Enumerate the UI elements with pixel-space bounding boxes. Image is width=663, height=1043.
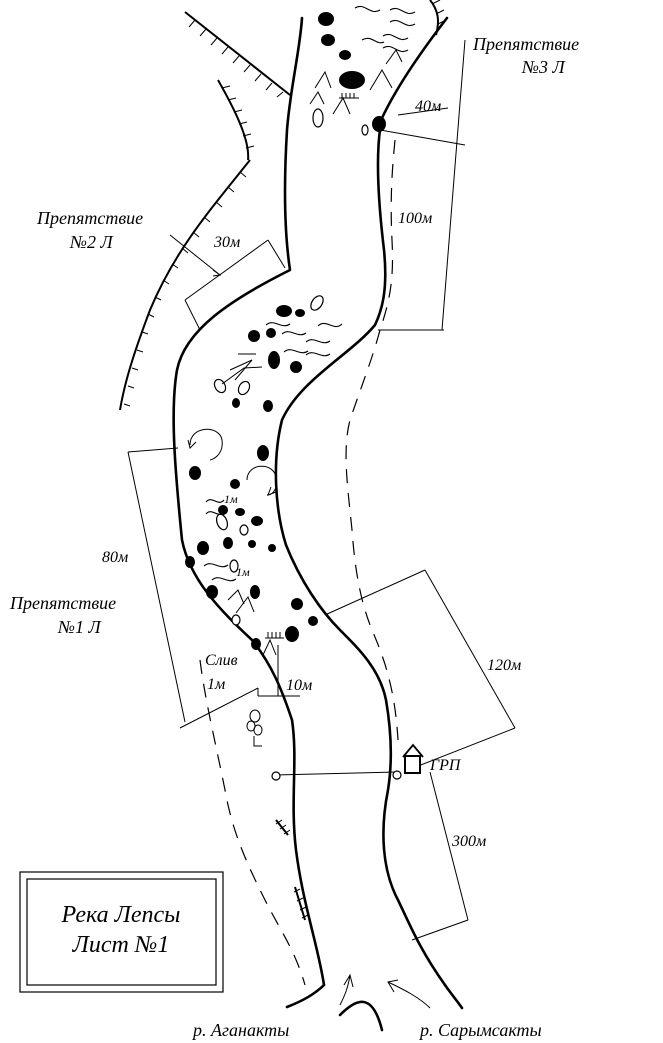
rocks-upper bbox=[309, 6, 416, 136]
obstacle-1-number: №1 Л bbox=[57, 617, 102, 637]
hut-icon bbox=[402, 743, 424, 774]
distance-300-bracket bbox=[274, 771, 469, 941]
drop-label-upper: 1м bbox=[224, 492, 238, 506]
right-riverbank bbox=[274, 16, 449, 987]
cable-anchor-left bbox=[271, 771, 281, 781]
rocks-middle bbox=[213, 295, 343, 412]
distance-300m: 300м bbox=[451, 833, 486, 850]
title-box: Река Лепсы Лист №1 bbox=[19, 871, 224, 993]
distance-80m: 80м bbox=[102, 549, 128, 566]
whirlpool-icon bbox=[187, 428, 223, 461]
cable-anchor-right bbox=[392, 770, 402, 780]
tributary-right-label: р. Сарымсакты bbox=[418, 1020, 542, 1040]
obstacle-2-brackets bbox=[169, 234, 286, 331]
tributary-left-bank bbox=[285, 983, 326, 1009]
flow-arrow-icon bbox=[387, 979, 431, 1009]
obstacle-2-label: Препятствие bbox=[36, 208, 143, 228]
left-bank-trail bbox=[199, 659, 306, 986]
whirlpool-icon bbox=[246, 465, 277, 496]
flow-arrow-icon bbox=[339, 973, 354, 1006]
drop-label-lower: 1м bbox=[236, 565, 250, 579]
distance-30m: 30м bbox=[213, 234, 240, 251]
right-bank-trail bbox=[345, 139, 399, 741]
distance-120-bracket bbox=[324, 569, 516, 771]
tree-icon bbox=[246, 709, 263, 747]
tributary-left-label: р. Аганакты bbox=[191, 1020, 289, 1040]
obstacle-3-brackets bbox=[378, 39, 466, 331]
obstacle-1-label: Препятствие bbox=[9, 593, 116, 613]
distance-120m: 120м bbox=[487, 657, 521, 674]
obstacle-1-brackets bbox=[127, 447, 300, 729]
obstacle-3-label: Препятствие bbox=[472, 34, 579, 54]
grp-label: ГРП bbox=[429, 757, 462, 774]
sliv-label: Слив bbox=[205, 652, 238, 669]
obstacle-2-number: №2 Л bbox=[69, 232, 114, 252]
distance-100m: 100м bbox=[398, 210, 432, 227]
left-riverbank bbox=[172, 16, 326, 987]
sliv-height: 1м bbox=[207, 676, 225, 693]
distance-10m: 10м bbox=[286, 677, 312, 694]
rocks-lower bbox=[185, 428, 318, 656]
map-title: Река Лепсы bbox=[61, 902, 181, 928]
cliff-hatch-icon bbox=[119, 0, 447, 921]
tributary-mid-bank bbox=[338, 1000, 384, 1032]
obstacle-3-number: №3 Л bbox=[521, 57, 566, 77]
distance-40m: 40м bbox=[415, 98, 441, 115]
tributary-right-bank bbox=[443, 983, 464, 1010]
sheet-number: Лист №1 bbox=[72, 932, 170, 958]
